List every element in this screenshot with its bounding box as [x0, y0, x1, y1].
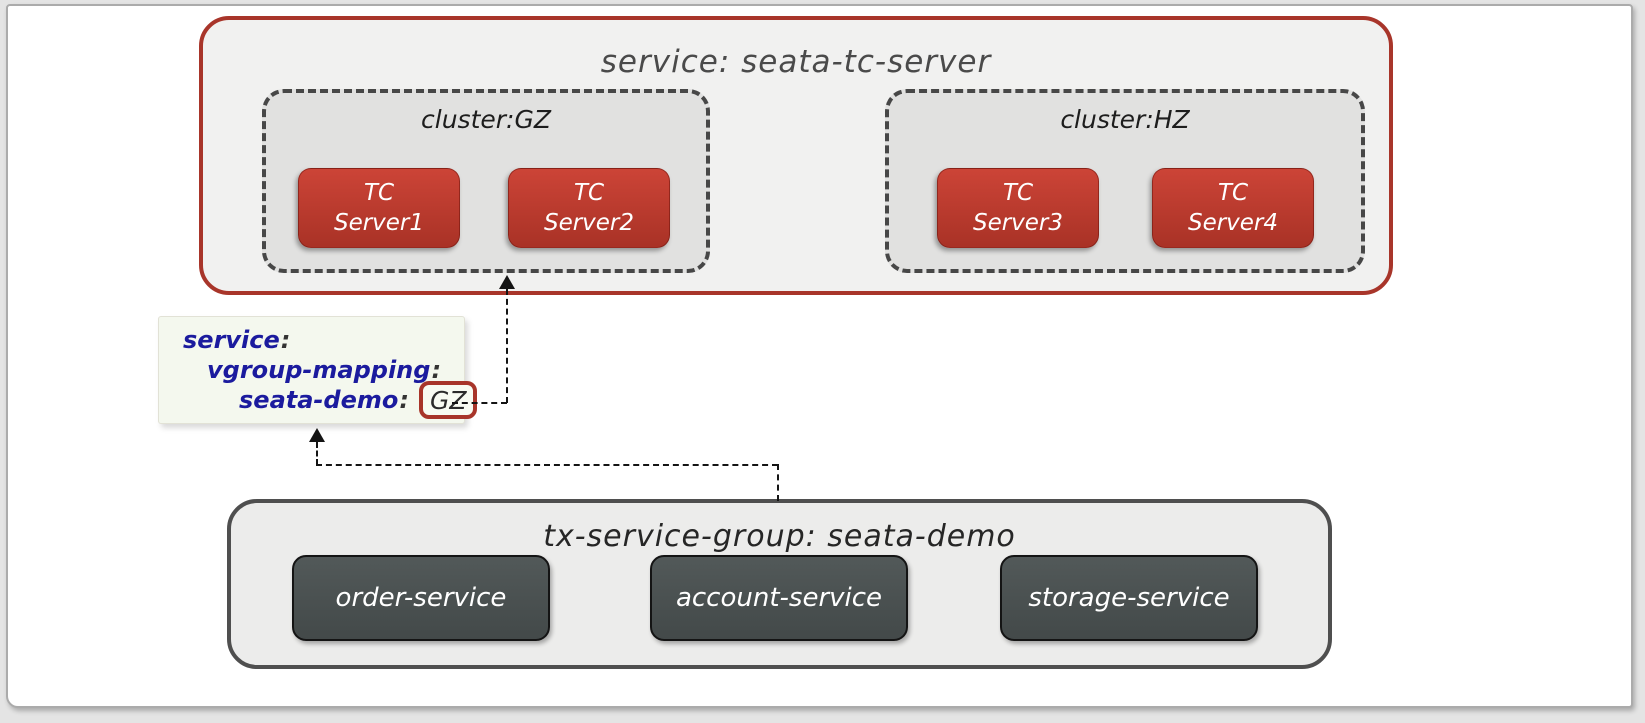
cluster-hz-box: cluster:HZ TC Server3 TC Server4	[885, 89, 1365, 273]
config-line-seata-demo: seata-demo: GZ	[239, 381, 478, 419]
tc-server2-line1: TC	[573, 180, 605, 206]
config-vgroup-colon: :	[431, 356, 442, 384]
tc-server1-line2: Server1	[333, 210, 425, 236]
config-line-service: service:	[183, 325, 290, 355]
config-seata-demo-colon: :	[399, 386, 409, 414]
config-to-cluster-connector-horizontal	[452, 402, 507, 404]
tx-service-group-title: tx-service-group: seata-demo	[543, 519, 1016, 554]
seata-tc-server-title: service: seata-tc-server	[600, 44, 992, 80]
config-vgroup-key: vgroup-mapping	[207, 356, 431, 384]
tc-server3-line1: TC	[1002, 180, 1034, 206]
cluster-gz-box: cluster:GZ TC Server1 TC Server2	[262, 89, 710, 273]
txgroup-to-config-connector-vertical-right	[777, 464, 779, 501]
storage-service-box: storage-service	[1000, 555, 1258, 641]
tc-server4-line2: Server4	[1187, 210, 1279, 236]
config-service-colon: :	[280, 326, 291, 354]
txgroup-to-config-connector-vertical-left	[316, 442, 318, 465]
tc-server2-box: TC Server2	[508, 168, 670, 248]
order-service-box: order-service	[292, 555, 550, 641]
seata-tc-server-container: service: seata-tc-server cluster:GZ TC S…	[199, 16, 1393, 295]
cluster-hz-label: cluster:HZ	[1060, 105, 1190, 134]
tc-server2-line2: Server2	[543, 210, 635, 236]
tc-server4-line1: TC	[1217, 180, 1249, 206]
config-to-cluster-connector-vertical	[506, 289, 508, 403]
txgroup-to-config-arrowhead-icon	[309, 428, 325, 442]
config-service-key: service	[183, 326, 280, 354]
tc-server1-line1: TC	[363, 180, 395, 206]
tc-server4-box: TC Server4	[1152, 168, 1314, 248]
tc-server3-line2: Server3	[972, 210, 1064, 236]
account-service-box: account-service	[650, 555, 908, 641]
txgroup-to-config-connector-horizontal	[316, 464, 778, 466]
cluster-gz-label: cluster:GZ	[421, 105, 551, 134]
config-gz-value-chip: GZ	[418, 381, 478, 419]
tc-server3-box: TC Server3	[937, 168, 1099, 248]
config-seata-demo-key: seata-demo	[239, 386, 399, 414]
config-line-vgroup-mapping: vgroup-mapping:	[207, 355, 441, 385]
vgroup-mapping-config-box: service: vgroup-mapping: seata-demo: GZ	[158, 316, 478, 424]
tc-server1-box: TC Server1	[298, 168, 460, 248]
tx-service-group-container: tx-service-group: seata-demo order-servi…	[227, 499, 1332, 669]
config-to-cluster-arrowhead-icon	[499, 275, 515, 289]
